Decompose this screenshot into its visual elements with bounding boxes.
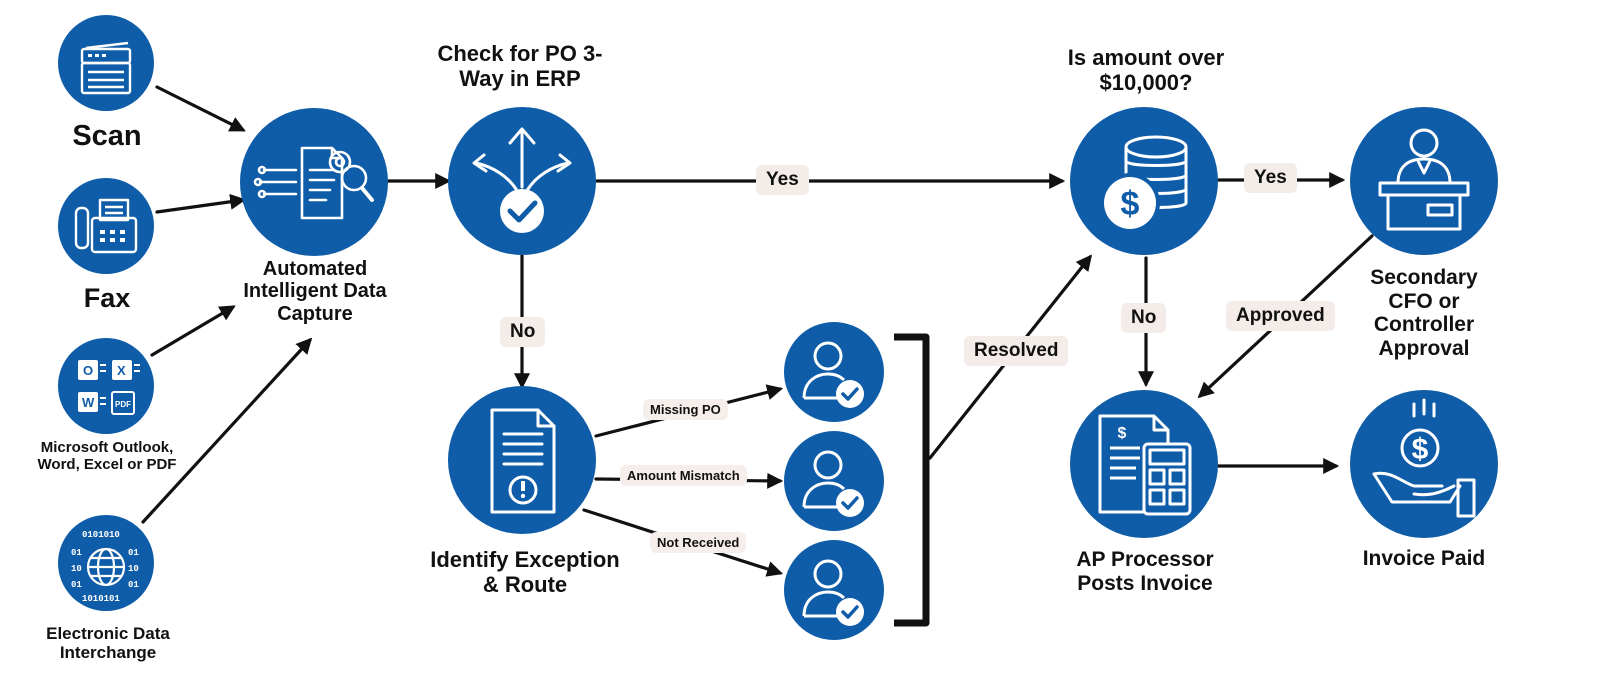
- svg-text:PDF: PDF: [115, 400, 131, 409]
- check-yes-tag: Yes: [756, 165, 809, 195]
- svg-text:01: 01: [71, 548, 82, 558]
- person-desk-icon: [1350, 107, 1498, 255]
- not-received-tag: Not Received: [650, 532, 747, 553]
- document-gears-icon: [240, 108, 388, 256]
- svg-text:X: X: [117, 363, 126, 378]
- amount-node: $: [1070, 107, 1218, 255]
- secondary-label: Secondary CFO or Controller Approval: [1370, 266, 1478, 360]
- svg-text:$: $: [1412, 433, 1429, 466]
- svg-text:10: 10: [71, 564, 82, 574]
- routing-bracket: [894, 333, 930, 627]
- arrow-office-to-capture: [150, 305, 236, 357]
- check-label: Check for PO 3-Way in ERP: [437, 41, 603, 91]
- scan-label: Scan: [72, 120, 142, 152]
- capture-node: [240, 108, 388, 256]
- office-node: O X W PDF: [58, 338, 154, 434]
- paid-node: $: [1350, 390, 1498, 538]
- hand-coin-icon: $: [1350, 390, 1498, 538]
- fax-node: [58, 178, 154, 274]
- check-no-tag: No: [500, 317, 546, 347]
- coins-stack-icon: $: [1070, 107, 1218, 255]
- amount-label: Is amount over $10,000?: [1067, 45, 1225, 95]
- svg-text:W: W: [82, 395, 95, 410]
- exception-person-amount-mismatch: [784, 431, 884, 531]
- exception-person-not-received: [784, 540, 884, 640]
- svg-text:O: O: [83, 363, 93, 378]
- amount-yes-tag: Yes: [1244, 163, 1297, 193]
- missing-po-tag: Missing PO: [643, 399, 728, 420]
- split-arrows-check-icon: [448, 107, 596, 255]
- scan-node: [58, 15, 154, 111]
- svg-text:1010101: 1010101: [82, 594, 120, 604]
- user-check-icon: [784, 322, 884, 422]
- svg-text:01: 01: [128, 580, 139, 590]
- exception-node: [448, 386, 596, 534]
- post-label: AP Processor Posts Invoice: [1076, 548, 1214, 595]
- capture-label: Automated Intelligent Data Capture: [243, 258, 387, 325]
- user-check-icon: [784, 540, 884, 640]
- document-alert-icon: [448, 386, 596, 534]
- secondary-node: [1350, 107, 1498, 255]
- office-label: Microsoft Outlook, Word, Excel or PDF: [37, 439, 177, 473]
- post-node: $: [1070, 390, 1218, 538]
- svg-text:0101010: 0101010: [82, 530, 120, 540]
- exception-label: Identify Exception & Route: [430, 547, 620, 597]
- fax-label: Fax: [83, 283, 131, 313]
- amount-mismatch-tag: Amount Mismatch: [620, 465, 747, 486]
- arrow-scan-to-capture: [155, 85, 246, 132]
- scanner-printer-icon: [58, 15, 154, 111]
- approved-tag: Approved: [1226, 301, 1335, 331]
- exception-person-missing-po: [784, 322, 884, 422]
- arrow-edi-to-capture: [141, 337, 313, 524]
- fax-machine-icon: [58, 178, 154, 274]
- svg-text:01: 01: [128, 548, 139, 558]
- edi-label: Electronic Data Interchange: [46, 624, 170, 663]
- invoice-calculator-icon: $: [1070, 390, 1218, 538]
- office-files-icon: O X W PDF: [58, 338, 154, 434]
- check-node: [448, 107, 596, 255]
- paid-label: Invoice Paid: [1362, 547, 1486, 570]
- svg-text:10: 10: [128, 564, 139, 574]
- svg-text:$: $: [1121, 185, 1140, 223]
- globe-binary-icon: 0101010 01 01 10 10 01 01 1010101: [58, 515, 154, 611]
- svg-text:$: $: [1118, 425, 1127, 442]
- user-check-icon: [784, 431, 884, 531]
- edi-node: 0101010 01 01 10 10 01 01 1010101: [58, 515, 154, 611]
- svg-text:01: 01: [71, 580, 82, 590]
- resolved-tag: Resolved: [964, 336, 1069, 366]
- amount-no-tag: No: [1121, 303, 1167, 333]
- arrow-fax-to-capture: [155, 193, 247, 214]
